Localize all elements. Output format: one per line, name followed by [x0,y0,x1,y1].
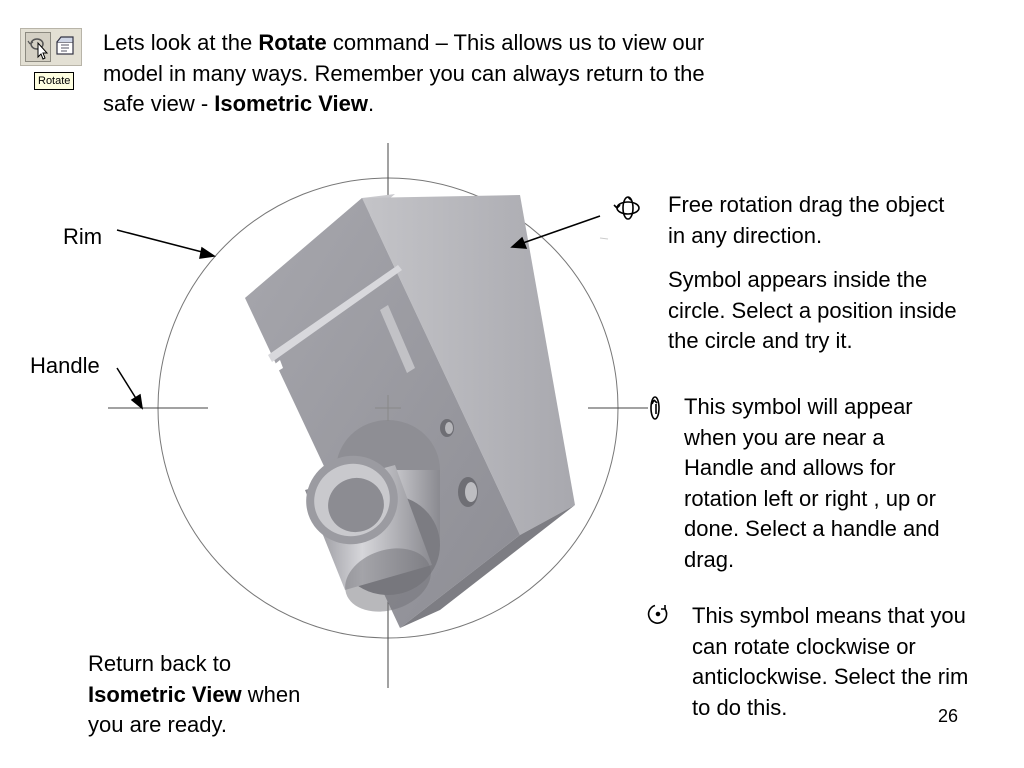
return-isometric-text: Return back to Isometric View when you a… [88,651,301,737]
rotate-tool-button[interactable] [25,32,51,62]
isometric-view-name: Isometric View [214,91,368,116]
intro-paragraph: Lets look at the Rotate command – This a… [103,30,705,116]
rim-arrow [116,229,217,259]
free-rotation-text: Free rotation drag the object in any dir… [668,192,957,353]
rim-rotate-icon [647,604,668,624]
slide-number: 26 [938,706,959,726]
rotate-toolbar [20,28,82,66]
handle-arrow [116,367,144,410]
view-tool-button[interactable] [53,32,77,60]
handle-rotate-icon [650,396,660,420]
rotate-command-name: Rotate [258,30,327,55]
rotate-tooltip: Rotate [34,72,75,90]
rim-label: Rim [63,224,103,249]
free-rotation-arrow [510,215,601,249]
view-tool-icon [56,36,74,55]
isometric-view-bold: Isometric View [88,681,242,707]
handle-symbol-text: This symbol will appear when you are nea… [684,394,940,572]
rim-symbol-text: This symbol means that you can rotate cl… [692,603,969,720]
free-rotate-icon [613,196,640,220]
model-3d [245,194,575,628]
handle-label: Handle [30,353,100,378]
rotate-tool-icon [27,38,49,60]
cursor-arrow-icon [37,41,49,60]
